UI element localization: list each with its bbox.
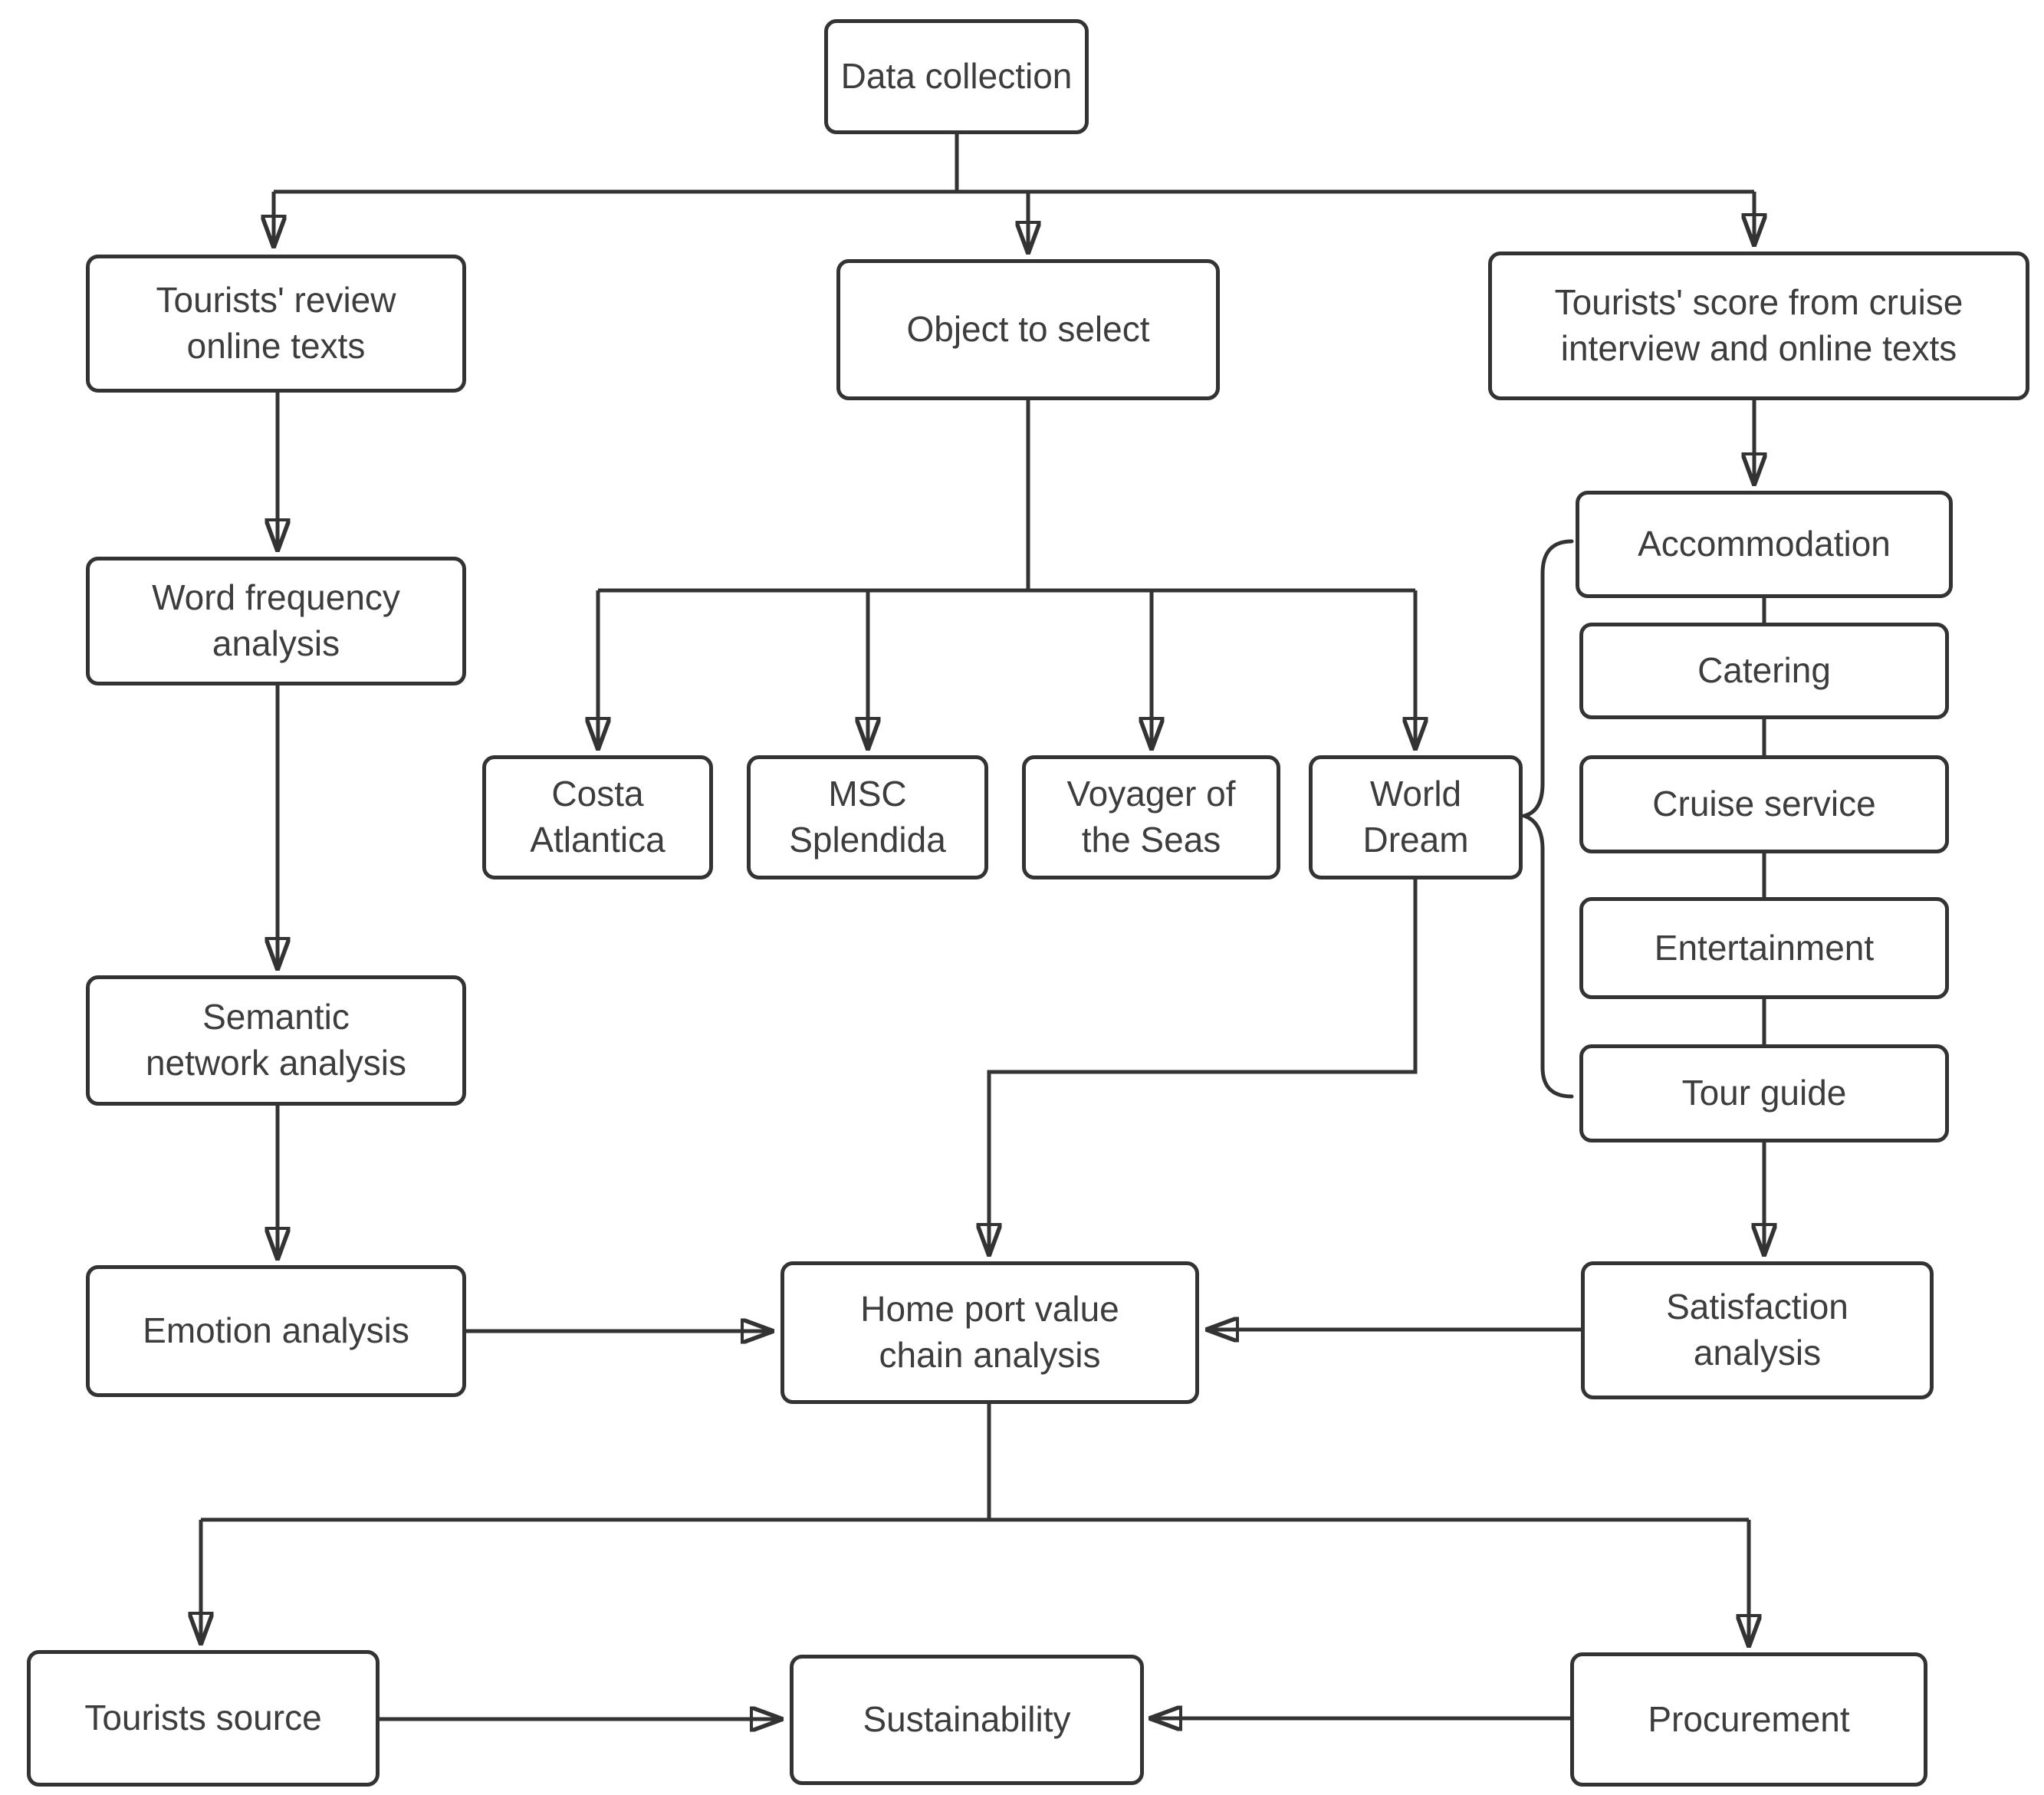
node-tourists-source: Tourists source <box>27 1650 380 1787</box>
node-tourists-review: Tourists' review online texts <box>86 255 466 393</box>
node-emotion-analysis: Emotion analysis <box>86 1265 466 1397</box>
service-brace <box>1517 539 1574 1099</box>
node-object-to-select: Object to select <box>836 259 1220 400</box>
node-world-dream: World Dream <box>1309 755 1523 879</box>
node-data-collection: Data collection <box>824 19 1089 134</box>
node-catering: Catering <box>1579 623 1949 719</box>
node-tour-guide: Tour guide <box>1579 1044 1949 1142</box>
node-semantic-network-analysis: Semantic network analysis <box>86 975 466 1106</box>
node-msc-splendida: MSC Splendida <box>747 755 988 879</box>
node-procurement: Procurement <box>1570 1652 1927 1787</box>
node-tourists-score: Tourists' score from cruise interview an… <box>1488 251 2029 400</box>
edge-worlddream-to-homeport <box>989 879 1418 1255</box>
node-satisfaction-analysis: Satisfaction analysis <box>1581 1261 1934 1399</box>
node-costa-atlantica: Costa Atlantica <box>482 755 713 879</box>
node-entertainment: Entertainment <box>1579 897 1949 999</box>
node-cruise-service: Cruise service <box>1579 755 1949 853</box>
node-accommodation: Accommodation <box>1576 491 1953 598</box>
node-word-frequency-analysis: Word frequency analysis <box>86 557 466 685</box>
node-sustainability: Sustainability <box>790 1655 1144 1785</box>
node-home-port-value-chain-analysis: Home port value chain analysis <box>780 1261 1199 1404</box>
node-voyager-of-the-seas: Voyager of the Seas <box>1022 755 1280 879</box>
